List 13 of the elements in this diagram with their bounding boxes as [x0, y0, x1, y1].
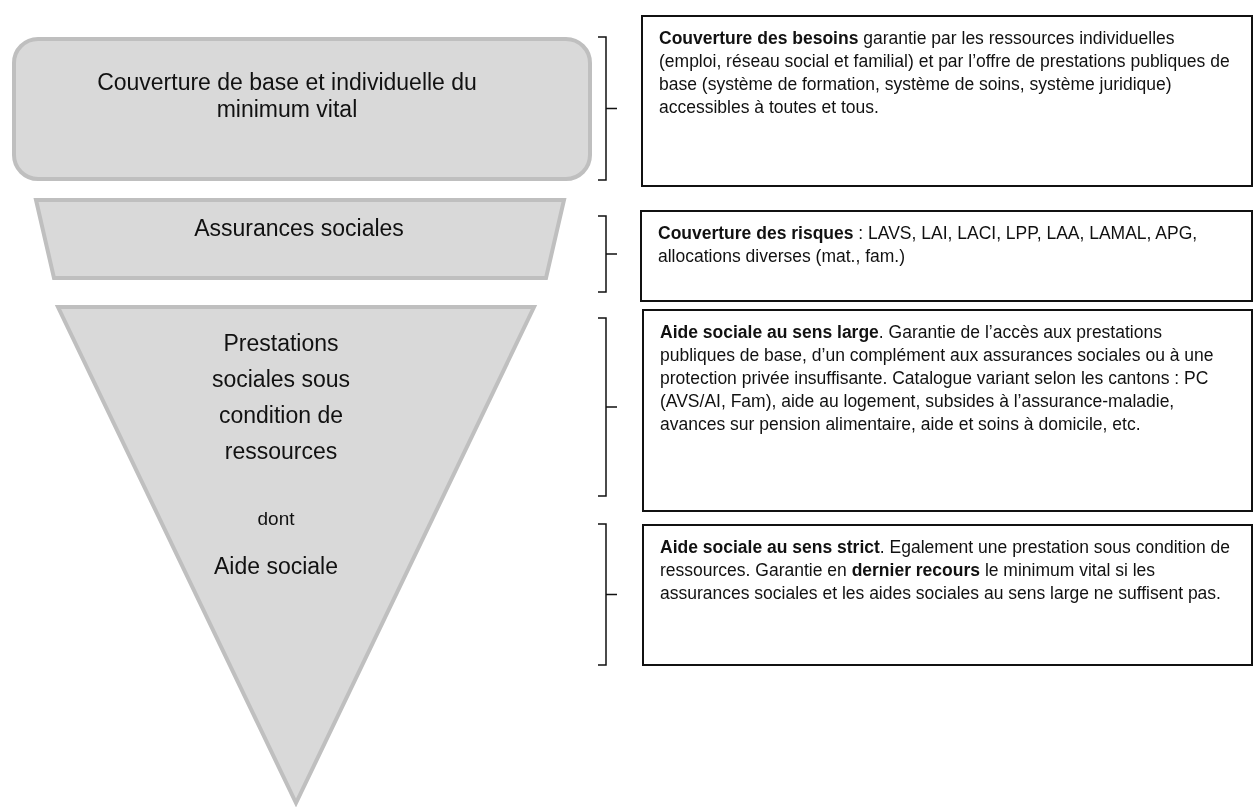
description-text: Couverture des risques : LAVS, LAI, LACI, LPP, LAA, LAMAL, APG, allocations diverses (mat., fam.)	[658, 222, 1199, 268]
description-text: Couverture des besoins garantie par les ressources individuelles (emploi, réseau social et familial) et par l’offre de prestations publiques de base (système de formation, système de soins, système juridique) accessibles à toutes et tous.	[659, 27, 1231, 119]
description-box	[642, 524, 1253, 666]
level-label: Aide sociale	[213, 553, 339, 580]
description-box	[640, 210, 1253, 302]
level-label: Couverture de base et individuelle du minimum vital	[96, 69, 478, 123]
description-text: Aide sociale au sens strict. Egalement une prestation sous condition de ressources. Garantie en dernier recours le minimum vital si les assurances sociales et les aides sociales au sens large ne suffisent pas.	[660, 536, 1232, 605]
level-label: Prestations sociales sous condition de ressources	[210, 329, 352, 466]
description-text: Aide sociale au sens large. Garantie de l’accès aux prestations publiques de base, d’un complément aux assurances sociales ou à une protection privée insuffisante. Catalogue variant selon les cantons : PC (AVS/AI, Fam), aide au logement, subsides à l’assurance-maladie, avances sur pension alimentaire, aide et soins à domicile, etc.	[660, 321, 1215, 436]
description-box	[641, 15, 1253, 187]
description-box	[642, 309, 1253, 512]
connector-word: dont	[256, 507, 296, 531]
level-label: Assurances sociales	[193, 215, 405, 242]
